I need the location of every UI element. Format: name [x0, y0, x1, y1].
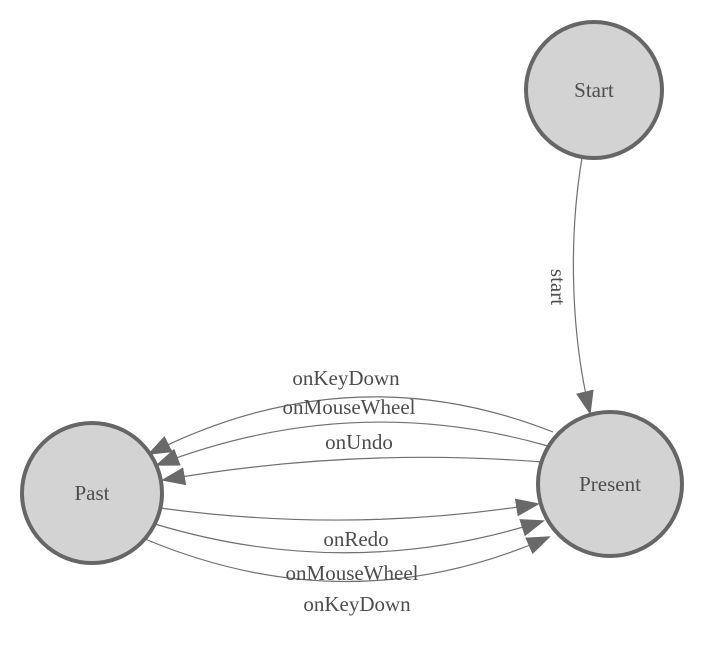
state-node-present[interactable] — [536, 410, 684, 558]
edge-label-start: start — [546, 269, 570, 305]
node-label-start: Start — [574, 78, 614, 102]
edge-label-onmousewheel-top: onMouseWheel — [283, 395, 416, 419]
edge-label-onkeydown-top: onKeyDown — [292, 366, 400, 390]
edge-present-to-past-onkeydown[interactable] — [147, 396, 554, 455]
edge-label-onundo: onUndo — [325, 430, 393, 454]
edge-label-onmousewheel-bottom: onMouseWheel — [286, 561, 419, 585]
edge-past-to-present-onredo[interactable] — [159, 498, 540, 521]
edge-past-to-present-onmousewheel[interactable] — [154, 519, 545, 554]
node-label-present: Present — [579, 472, 641, 496]
state-node-start[interactable] — [524, 20, 664, 160]
edge-present-to-past-onmousewheel[interactable] — [155, 421, 549, 466]
edge-start-to-present[interactable] — [572, 157, 594, 415]
edge-label-onkeydown-bottom: onKeyDown — [303, 592, 411, 616]
edge-present-to-past-onundo[interactable] — [161, 456, 543, 486]
node-label-past: Past — [74, 481, 109, 505]
state-node-past[interactable] — [20, 421, 164, 565]
edge-label-onredo: onRedo — [323, 527, 388, 551]
edge-past-to-present-onkeydown[interactable] — [144, 536, 551, 583]
